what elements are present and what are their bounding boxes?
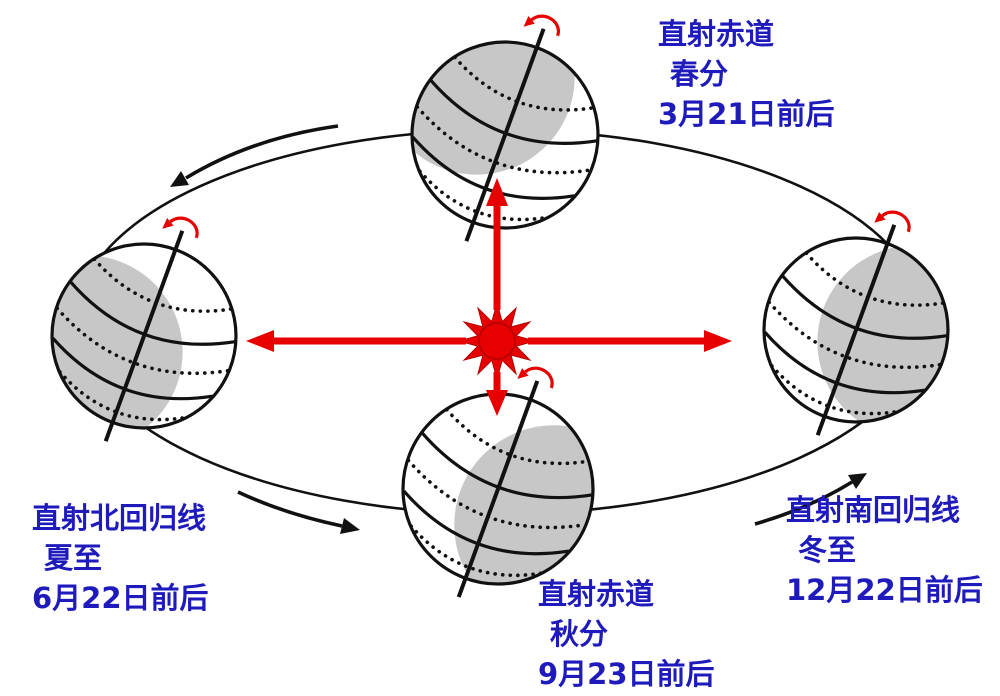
sun-ray-arrow-icon [486, 178, 508, 310]
sun-ray-arrow-icon [486, 372, 508, 416]
label-line-date: 9月23日前后 [538, 657, 715, 691]
earth-axis [464, 28, 546, 242]
globe-outline [410, 40, 600, 230]
orbit-direction-arrow-icon [754, 473, 867, 526]
sun-ray-arrow-icon [528, 330, 732, 352]
label-line-season: 秋分 [550, 617, 609, 651]
label-line-insolation: 直射赤道 [658, 17, 775, 51]
latitude-line [55, 306, 231, 375]
globe-outline [50, 242, 238, 430]
label-line-date: 12月22日前后 [786, 573, 983, 607]
rotation-arrow-icon [523, 14, 560, 37]
latitude-line [415, 105, 592, 175]
orbit-direction-arrow-icon [237, 490, 360, 534]
earth-globe-icon [401, 366, 595, 598]
label-line-date: 6月22日前后 [32, 581, 209, 615]
label-summer-solstice: 直射北回归线 夏至 6月22日前后 [32, 498, 209, 618]
sun-icon [457, 301, 537, 381]
sun-ray-arrow-icon [246, 330, 466, 352]
label-line-season: 夏至 [44, 541, 103, 575]
label-line-season: 春分 [670, 57, 729, 91]
orbit-direction-arrow-icon [170, 124, 339, 187]
earth-globe-icon [50, 216, 238, 442]
label-spring-equinox: 直射赤道 春分 3月21日前后 [658, 14, 835, 134]
globe-outline [762, 236, 950, 424]
label-line-season: 冬至 [798, 533, 857, 567]
label-line-insolation: 直射赤道 [538, 577, 655, 611]
latitude-line [767, 300, 943, 369]
rotation-arrow-icon [874, 210, 911, 233]
earth-axis [103, 230, 185, 442]
label-line-insolation: 直射北回归线 [32, 501, 207, 535]
earth-globe-icon [762, 210, 950, 436]
earth-axis [815, 224, 897, 436]
label-autumn-equinox: 直射赤道 秋分 9月23日前后 [538, 574, 715, 694]
earth-axis [456, 380, 540, 598]
label-line-insolation: 直射南回归线 [786, 493, 961, 527]
rotation-arrow-icon [517, 366, 554, 389]
label-winter-solstice: 直射南回归线 冬至 12月22日前后 [786, 490, 983, 610]
rotation-arrow-icon [162, 216, 199, 239]
latitude-line [445, 407, 590, 466]
night-shading [53, 255, 183, 427]
earth-globe-icon [410, 14, 600, 242]
label-line-date: 3月21日前后 [658, 97, 835, 131]
